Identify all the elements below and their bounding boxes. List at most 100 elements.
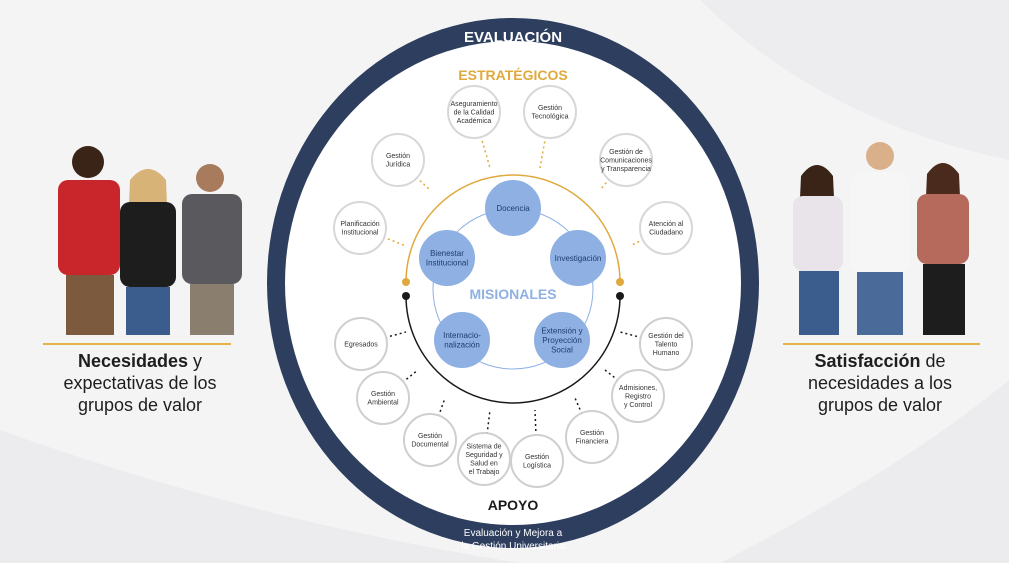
estrategico-node-label: Ciudadano: [649, 230, 683, 237]
misional-node: Investigación: [550, 230, 606, 286]
apoyo-node-label: Logística: [523, 463, 551, 470]
apoyo-node: Egresados: [334, 317, 388, 371]
misionales-title: MISIONALES: [469, 286, 556, 302]
apoyo-node-label: Gestión: [371, 391, 395, 398]
apoyo-node-circle: [611, 369, 665, 423]
right-divider: [783, 343, 980, 345]
apoyo-node-label: Gestión del: [648, 333, 684, 340]
apoyo-node-label: Ambiental: [367, 400, 399, 407]
estrategico-connector: [359, 227, 407, 247]
apoyo-node-circle: [565, 410, 619, 464]
arc-end-dot-left-dark: [402, 292, 410, 300]
apoyo-node-label: Talento: [655, 341, 678, 348]
misional-node-label: Institucional: [426, 259, 468, 268]
apoyo-node-label: Egresados: [344, 341, 378, 348]
estrategico-node-circle: [371, 133, 425, 187]
person-right-3-shirt: [917, 194, 969, 264]
apoyo-node-circle: [639, 317, 693, 371]
estrategico-node-label: Tecnológica: [532, 114, 569, 121]
estrategico-node-circle: [639, 201, 693, 255]
misional-node-circle: [534, 312, 590, 368]
apoyo-node-circle: [510, 434, 564, 488]
right-panel-bold: Satisfacción: [814, 351, 921, 371]
person-right-2-shirt: [851, 172, 909, 272]
apoyo-node: Admisiones,Registro y Control: [611, 369, 665, 423]
apoyo-arc: [405, 295, 621, 404]
ring-top-title: EVALUACIÓN: [464, 28, 562, 46]
apoyo-node-label: Gestión: [418, 433, 442, 440]
person-left-3-shirt: [182, 194, 242, 284]
estrategico-node-label: Atención al: [649, 221, 684, 228]
estrategico-node-circle: [523, 85, 577, 139]
left-panel-line2: expectativas de los: [63, 373, 217, 393]
bottom-caption-line2: la Gestión Universitaria: [461, 541, 565, 552]
apoyo-node-label: Financiera: [576, 439, 609, 446]
estrategico-node-label: Institucional: [342, 230, 379, 237]
misional-node-label: Social: [551, 345, 573, 354]
apoyo-node-circle: [457, 432, 511, 486]
right-panel-line1-rest: de: [920, 351, 946, 371]
estrategico-node-label: Jurídica: [386, 162, 411, 169]
apoyo-node-label: Sistema de: [466, 444, 501, 451]
misional-node: Docencia: [485, 180, 541, 236]
estrategico-node-label: Aseguramiento: [450, 101, 497, 108]
misional-node-label: Proyección: [542, 336, 582, 345]
right-panel-line2: necesidades a los: [807, 373, 953, 393]
misional-node-label: Investigación: [555, 254, 602, 263]
bottom-caption-line1: Evaluación y Mejora a: [464, 528, 563, 539]
right-panel-line3: grupos de valor: [817, 395, 943, 415]
estrategico-node-circle: [599, 133, 653, 187]
people-right-image: [793, 142, 969, 335]
apoyo-node-label: Registro: [625, 393, 651, 400]
apoyo-node-label: Salud en: [470, 461, 498, 468]
apoyo-node-label: Humano: [653, 350, 680, 357]
apoyo-node-label: y Control: [624, 402, 652, 409]
apoyo-title: APOYO: [488, 497, 539, 513]
arc-end-dot-right-gold: [616, 278, 624, 286]
right-panel-text: Satisfacción de necesidades a los grupos…: [780, 350, 980, 416]
estrategico-node: Atención al Ciudadano: [639, 201, 693, 255]
estrategico-node-label: Gestión: [538, 105, 562, 112]
person-left-2-shirt: [120, 202, 176, 287]
left-panel-bold: Necesidades: [77, 351, 189, 371]
misional-node-label: Extensión y: [541, 326, 582, 335]
apoyo-node-circle: [356, 371, 410, 425]
misional-node-label: nalización: [444, 341, 480, 350]
estrategico-node-circle: [333, 201, 387, 255]
estrategico-node-label: Comunicaciones: [600, 157, 652, 164]
apoyo-node-circle: [403, 413, 457, 467]
left-panel-line1-rest: y: [188, 351, 203, 371]
apoyo-node-label: Seguridad y: [465, 452, 503, 459]
apoyo-node-label: Admisiones,: [619, 385, 657, 392]
misional-node: Internacio-nalización: [434, 312, 490, 368]
person-left-1-shirt: [58, 180, 120, 275]
apoyo-node-label: el Trabajo: [469, 469, 500, 476]
estrategicos-arc: [405, 174, 621, 283]
people-left-image: [58, 146, 242, 335]
estrategico-node-label: Gestión: [386, 153, 410, 160]
misional-node-label: Bienestar: [430, 249, 464, 258]
left-panel-text: Necesidades y expectativas de los grupos…: [40, 350, 240, 416]
left-divider: [43, 343, 231, 345]
misional-node-circle: [434, 312, 490, 368]
apoyo-node-label: Documental: [411, 442, 449, 449]
estrategico-node-label: Académica: [457, 118, 492, 125]
left-panel-line3: grupos de valor: [77, 395, 203, 415]
apoyo-node-label: Gestión: [580, 430, 604, 437]
estrategico-node-circle: [447, 85, 501, 139]
misional-node-circle: [419, 230, 475, 286]
arc-end-dot-left-gold: [402, 278, 410, 286]
arc-end-dot-right-dark: [616, 292, 624, 300]
estrategicos-title: ESTRATÉGICOS: [458, 67, 567, 83]
apoyo-node-label: Gestión: [525, 454, 549, 461]
